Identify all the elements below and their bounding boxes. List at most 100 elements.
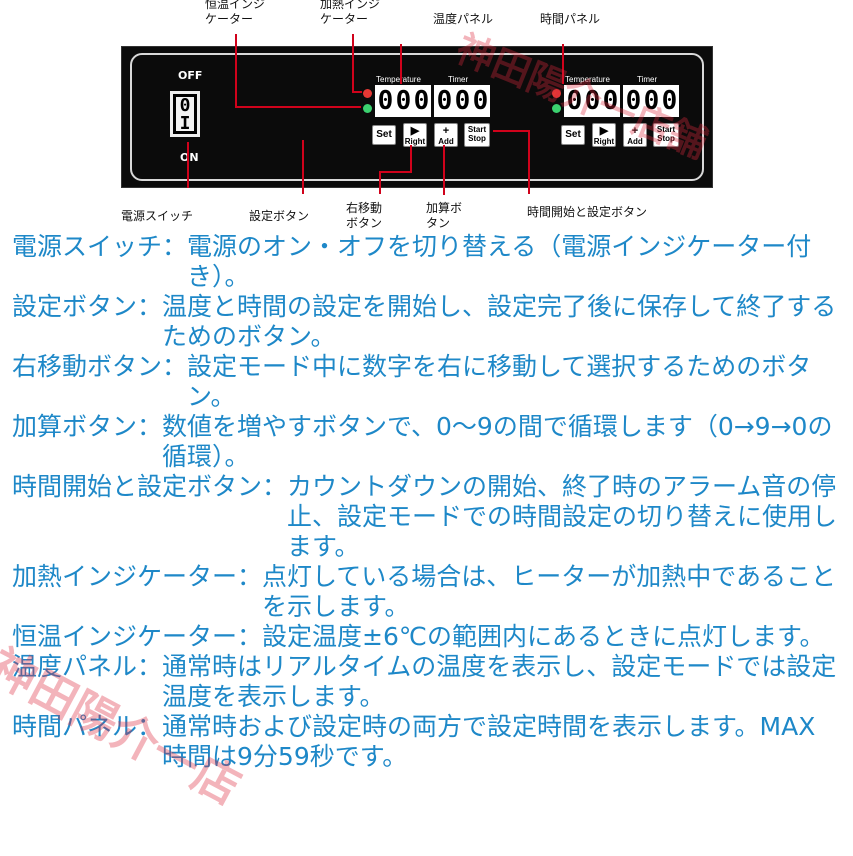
- play-icon: ▶: [410, 125, 420, 137]
- leader-line: [400, 44, 402, 84]
- description-item: 時間パネル：通常時および設定時の両方で設定時間を表示します。MAX時間は9分59…: [12, 712, 840, 772]
- leader-line: [410, 145, 412, 173]
- add-button[interactable]: +Add: [623, 123, 647, 147]
- leader-line: [352, 34, 354, 93]
- leader-line: [235, 106, 361, 108]
- description-term: 設定ボタン：: [12, 292, 163, 321]
- description-item: 温度パネル：通常時はリアルタイムの温度を表示し、設定モードでは設定温度を表示しま…: [12, 652, 840, 712]
- right-button-label: Right: [593, 137, 615, 146]
- callout-temperature-panel: 温度パネル: [433, 12, 494, 26]
- callout-constant-temp-indicator: 恒温インジ ケーター: [205, 0, 266, 26]
- callout-start-stop-button: 時間開始と設定ボタン: [527, 205, 648, 219]
- leader-line: [379, 171, 412, 173]
- heating-indicator-led: [363, 89, 372, 98]
- description-item: 加熱インジケーター：点灯している場合は、ヒーターが加熱中であることを示します。: [12, 562, 840, 622]
- plus-icon: +: [442, 125, 450, 137]
- timer-display: 0 0 0: [434, 85, 490, 117]
- callout-heating-indicator: 加熱インジ ケーター: [320, 0, 381, 26]
- timer-digit: 0: [472, 86, 488, 116]
- switch-on-label: ON: [180, 151, 199, 164]
- description-term: 時間パネル：: [12, 712, 163, 741]
- description-term: 電源スイッチ：: [12, 232, 188, 261]
- description-term: 加算ボタン：: [12, 412, 163, 441]
- leader-line: [493, 130, 530, 132]
- timer-display: 0 0 0: [623, 85, 679, 117]
- control-panel: OFF 0 I ON Temperature Timer 0 0 0 0 0 0…: [121, 46, 713, 188]
- description-text: 通常時はリアルタイムの温度を表示し、設定モードでは設定温度を表示します。: [162, 652, 837, 711]
- description-term: 加熱インジケーター：: [12, 562, 263, 591]
- callout-set-button: 設定ボタン: [249, 209, 310, 223]
- set-button-label: Set: [565, 129, 581, 140]
- timer-label: Timer: [637, 75, 658, 84]
- timer-digit: 0: [643, 86, 659, 116]
- start-label: Start: [656, 125, 676, 134]
- power-rocker-switch[interactable]: 0 I: [170, 91, 200, 137]
- start-label: Start: [467, 125, 487, 134]
- timer-digit: 0: [661, 86, 677, 116]
- temperature-digit: 0: [584, 86, 600, 116]
- panel-frame: [130, 53, 704, 181]
- temperature-display: 0 0 0: [375, 85, 431, 117]
- callout-right-move-button: 右移動 ボタン: [346, 201, 383, 230]
- callout-time-panel: 時間パネル: [540, 12, 601, 26]
- temperature-digit: 0: [566, 86, 582, 116]
- add-button-label: Add: [627, 137, 643, 146]
- description-item: 電源スイッチ：電源のオン・オフを切り替える（電源インジケーター付き）。: [12, 232, 840, 292]
- description-term: 時間開始と設定ボタン：: [12, 472, 288, 501]
- leader-line: [352, 91, 362, 93]
- temperature-label: Temperature: [376, 75, 421, 84]
- callout-power-switch: 電源スイッチ: [121, 209, 194, 223]
- temperature-digit: 0: [395, 86, 411, 116]
- leader-line: [235, 34, 237, 108]
- description-item: 恒温インジケーター：設定温度±6℃の範囲内にあるときに点灯します。: [12, 622, 840, 652]
- constant-temp-indicator-led: [552, 104, 561, 113]
- set-button-label: Set: [376, 129, 392, 140]
- description-item: 設定ボタン：温度と時間の設定を開始し、設定完了後に保存して終了するためのボタン。: [12, 292, 840, 352]
- timer-digit: 0: [625, 86, 641, 116]
- stop-label: Stop: [468, 134, 486, 143]
- temperature-digit: 0: [377, 86, 393, 116]
- leader-line: [187, 142, 189, 188]
- description-item: 加算ボタン：数値を増やすボタンで、0〜9の間で循環します（0→9→0の循環）。: [12, 412, 840, 472]
- right-button[interactable]: ▶Right: [403, 123, 427, 147]
- right-button[interactable]: ▶Right: [592, 123, 616, 147]
- temperature-digit: 0: [413, 86, 429, 116]
- rocker-face: 0 I: [176, 97, 194, 134]
- description-text: カウントダウンの開始、終了時のアラーム音の停止、設定モードでの時間設定の切り替え…: [287, 472, 838, 561]
- description-text: 通常時および設定時の両方で設定時間を表示します。MAX時間は9分59秒です。: [162, 712, 816, 771]
- callout-add-button: 加算ボ タン: [426, 201, 463, 230]
- set-button[interactable]: Set: [372, 125, 396, 145]
- leader-line: [379, 172, 381, 194]
- temperature-label: Temperature: [565, 75, 610, 84]
- description-term: 温度パネル：: [12, 652, 163, 681]
- leader-line: [562, 44, 564, 84]
- description-item: 右移動ボタン：設定モード中に数字を右に移動して選択するためのボタン。: [12, 352, 840, 412]
- temperature-digit: 0: [602, 86, 618, 116]
- leader-line: [443, 145, 445, 195]
- timer-digit: 0: [436, 86, 452, 116]
- switch-off-label: OFF: [178, 69, 203, 82]
- leader-line: [302, 140, 304, 194]
- leader-line: [528, 130, 530, 194]
- description-text: 設定温度±6℃の範囲内にあるときに点灯します。: [262, 622, 825, 651]
- description-item: 時間開始と設定ボタン：カウントダウンの開始、終了時のアラーム音の停止、設定モード…: [12, 472, 840, 562]
- right-button-label: Right: [404, 137, 426, 146]
- rocker-symbol-bottom: I: [179, 113, 191, 134]
- plus-icon: +: [631, 125, 639, 137]
- add-button[interactable]: +Add: [434, 123, 458, 147]
- stop-label: Stop: [657, 134, 675, 143]
- description-term: 右移動ボタン：: [12, 352, 188, 381]
- description-text: 設定モード中に数字を右に移動して選択するためのボタン。: [187, 352, 812, 411]
- timer-digit: 0: [454, 86, 470, 116]
- description-text: 数値を増やすボタンで、0〜9の間で循環します（0→9→0の循環）。: [162, 412, 833, 471]
- description-term: 恒温インジケーター：: [12, 622, 263, 651]
- description-text: 電源のオン・オフを切り替える（電源インジケーター付き）。: [187, 232, 812, 291]
- heating-indicator-led: [552, 89, 561, 98]
- temperature-display: 0 0 0: [564, 85, 620, 117]
- set-button[interactable]: Set: [561, 125, 585, 145]
- play-icon: ▶: [599, 125, 609, 137]
- constant-temp-indicator-led: [363, 104, 372, 113]
- description-text: 点灯している場合は、ヒーターが加熱中であることを示します。: [262, 562, 837, 621]
